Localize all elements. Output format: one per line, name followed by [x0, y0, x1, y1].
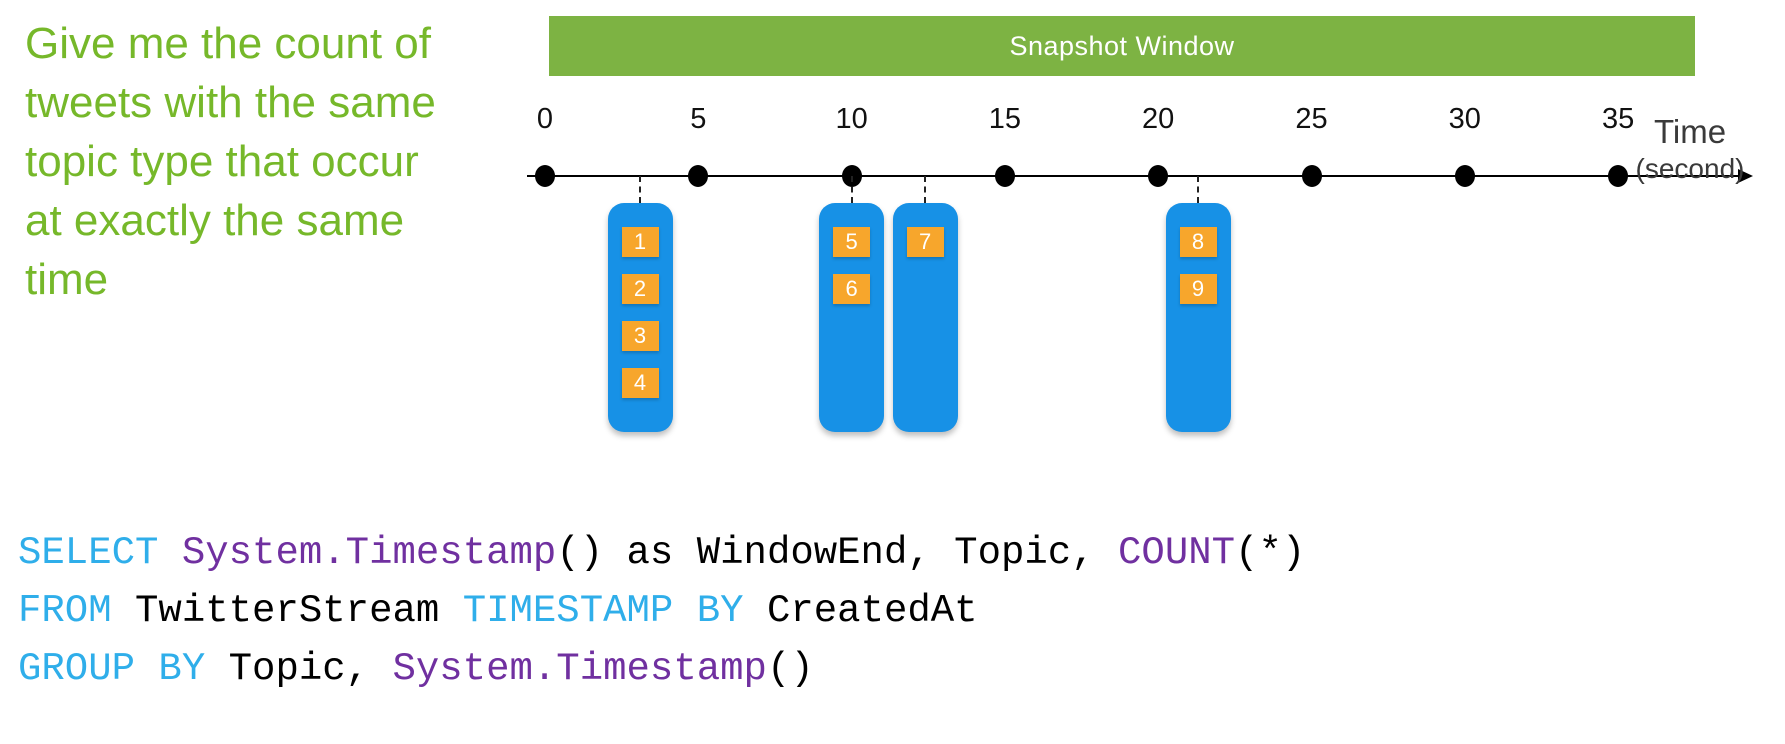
code-line: GROUP BY Topic, System.Timestamp()	[18, 640, 1305, 698]
code-token-keyword: GROUP BY	[18, 647, 206, 691]
code-token-function: System.Timestamp	[392, 647, 767, 691]
axis-tick-dot	[1301, 165, 1322, 187]
axis-tick-label: 10	[835, 103, 868, 135]
code-token-plain: () as WindowEnd, Topic,	[556, 531, 1119, 575]
event-group-connector	[850, 176, 853, 203]
prompt-line: time	[25, 255, 109, 304]
event-group-connector	[924, 176, 927, 203]
event-group: 1 2 3 4	[607, 203, 673, 432]
event-chip: 5	[833, 227, 871, 257]
code-token-function: COUNT	[1118, 531, 1236, 575]
snapshot-window-label: Snapshot Window	[1009, 30, 1235, 61]
prompt-text: Give me the count of tweets with the same…	[25, 14, 436, 309]
prompt-line: Give me the count of	[25, 19, 431, 68]
event-group-connector	[639, 176, 642, 203]
event-chip: 3	[621, 321, 659, 351]
time-axis-arrow-icon	[1738, 169, 1753, 183]
event-chip: 4	[621, 368, 659, 398]
axis-tick-dot	[1148, 165, 1169, 187]
time-axis-line	[527, 175, 1740, 177]
sql-query-code: SELECT System.Timestamp() as WindowEnd, …	[18, 524, 1305, 698]
code-token-plain: CreatedAt	[743, 589, 978, 633]
code-token-plain: ()	[766, 647, 814, 691]
event-chip: 8	[1179, 227, 1217, 257]
prompt-line: at exactly the same	[25, 196, 405, 245]
code-line: SELECT System.Timestamp() as WindowEnd, …	[18, 524, 1305, 582]
axis-tick-dot	[1454, 165, 1475, 187]
event-chip: 7	[906, 227, 944, 257]
axis-label-unit: (second)	[1635, 153, 1745, 184]
axis-tick-dot	[1608, 165, 1629, 187]
axis-tick-dot	[994, 165, 1015, 187]
axis-tick-label: 5	[690, 103, 707, 135]
event-chip: 9	[1179, 274, 1217, 304]
code-token-keyword: FROM	[18, 589, 112, 633]
axis-tick-label: 25	[1295, 103, 1328, 135]
axis-tick-dot	[535, 165, 555, 187]
code-token-keyword: TIMESTAMP BY	[462, 589, 744, 633]
axis-tick-label: 0	[536, 103, 554, 135]
axis-tick-label: 20	[1142, 103, 1175, 135]
code-token-keyword: SELECT	[18, 531, 159, 575]
code-token-plain: Topic,	[205, 647, 393, 691]
axis-tick-label: 35	[1601, 103, 1635, 135]
event-group: 7	[892, 203, 958, 432]
code-token-plain: TwitterStream	[111, 589, 463, 633]
event-group-connector	[1197, 176, 1200, 203]
prompt-line: tweets with the same	[25, 78, 436, 127]
axis-tick-dot	[688, 165, 709, 187]
axis-tick-label: 15	[988, 103, 1022, 135]
event-chip: 1	[621, 227, 659, 257]
code-line: FROM TwitterStream TIMESTAMP BY CreatedA…	[18, 582, 1305, 640]
event-chip: 2	[621, 274, 659, 304]
event-chip: 6	[833, 274, 871, 304]
code-token-plain: (*)	[1235, 531, 1306, 575]
code-token-plain	[158, 531, 181, 575]
code-token-function: System.Timestamp	[181, 531, 557, 575]
axis-label-time: Time	[1653, 113, 1727, 150]
prompt-line: topic type that occur	[25, 137, 419, 186]
snapshot-window-banner: Snapshot Window	[549, 16, 1695, 76]
axis-tick-label: 30	[1448, 103, 1481, 135]
